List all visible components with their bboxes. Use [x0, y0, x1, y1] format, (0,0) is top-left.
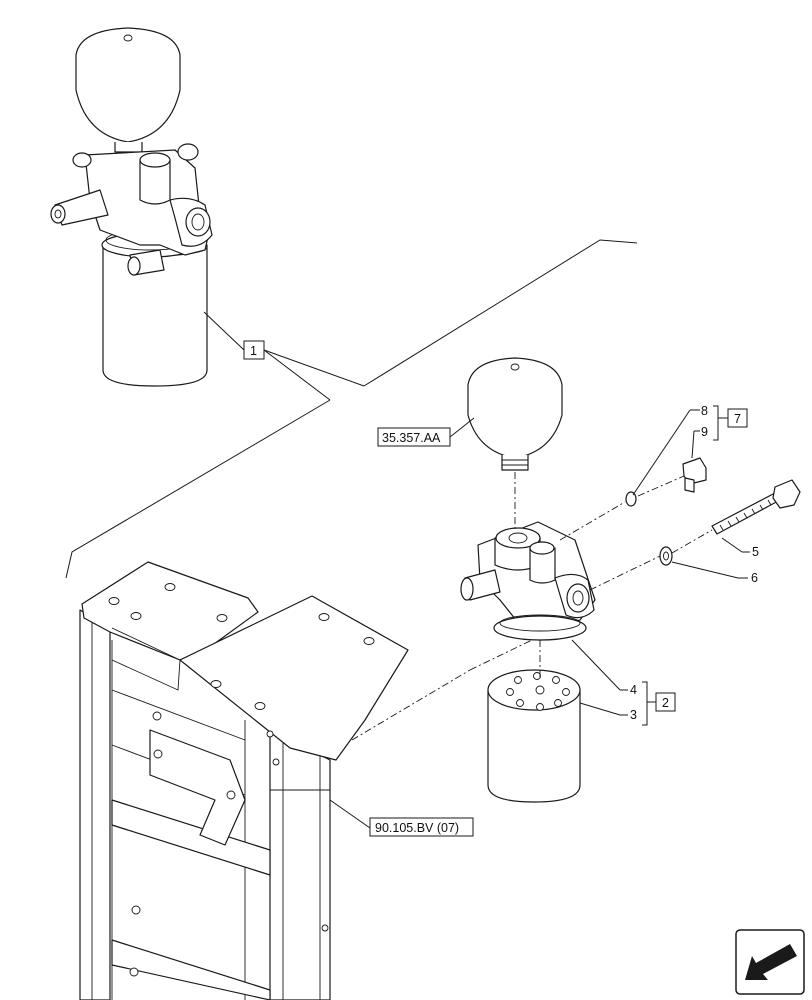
view-boundary	[65, 239, 638, 579]
item-4-label: 4	[630, 683, 637, 697]
callout-1: 1	[203, 311, 365, 401]
item-6-label: 6	[751, 571, 758, 585]
callout-8-9-7: 8 9 7	[632, 404, 748, 496]
accumulator	[467, 357, 563, 471]
reference-accumulator-label: 35.357.AA	[382, 431, 441, 445]
bolt	[711, 479, 801, 535]
support-frame	[79, 561, 409, 1000]
assembly-lines	[351, 472, 713, 741]
callout-4-3-2: 4 3 2	[571, 639, 676, 726]
item-5-label: 5	[752, 545, 759, 559]
item-9-label: 9	[701, 425, 708, 439]
o-ring	[625, 491, 637, 507]
washer	[659, 546, 673, 566]
reference-frame-label: 90.105.BV (07)	[375, 821, 459, 835]
item-3-label: 3	[630, 708, 637, 722]
callout-7-label: 7	[734, 412, 741, 426]
callout-2-label: 2	[662, 696, 669, 710]
callout-6: 6	[671, 561, 758, 585]
filter-cartridge	[487, 669, 581, 803]
reference-frame[interactable]: 90.105.BV (07)	[329, 799, 474, 837]
plug	[682, 457, 707, 493]
callout-5: 5	[721, 537, 759, 559]
item-8-label: 8	[701, 404, 708, 418]
filter-head	[460, 521, 596, 641]
reference-accumulator[interactable]: 35.357.AA	[377, 417, 475, 447]
callout-1-label: 1	[250, 344, 257, 358]
assembled-filter-unit	[50, 27, 213, 387]
arrow-icon[interactable]	[735, 929, 805, 995]
